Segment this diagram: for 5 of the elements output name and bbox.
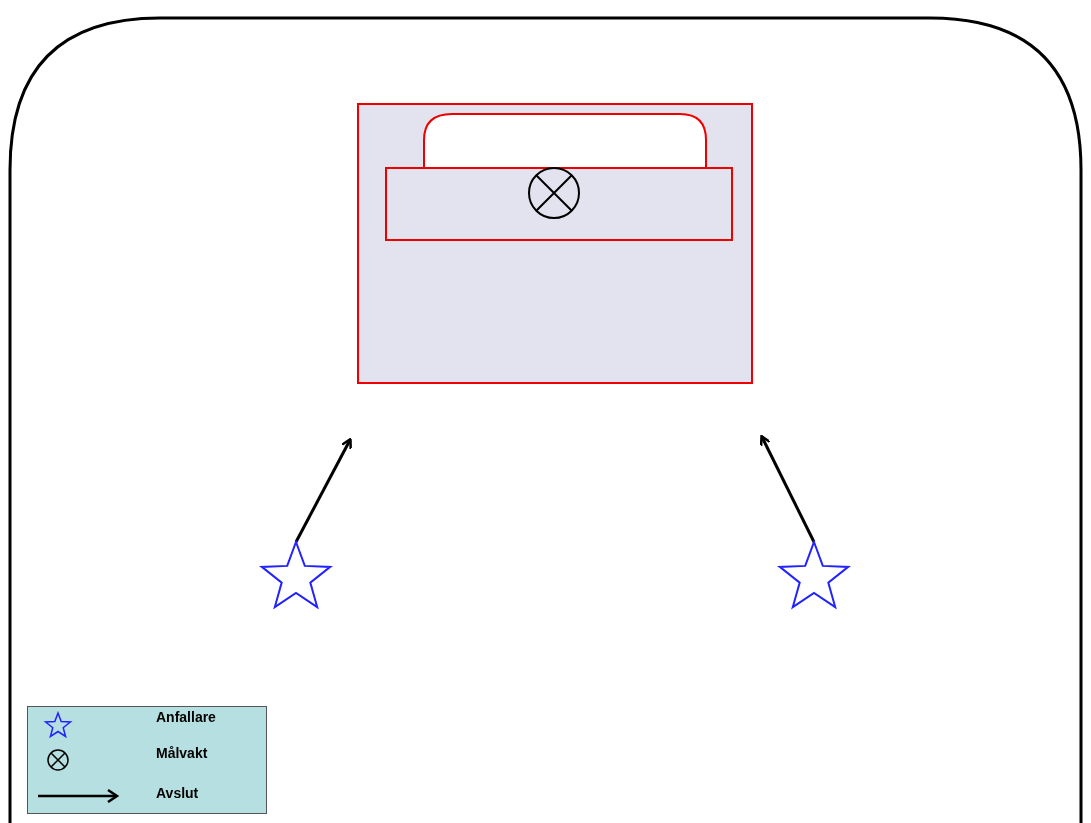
arrow [759, 434, 816, 543]
legend-label: Anfallare [156, 709, 216, 725]
legend-label: Avslut [156, 785, 199, 801]
arrow [294, 437, 352, 543]
legend-label: Målvakt [156, 745, 208, 761]
